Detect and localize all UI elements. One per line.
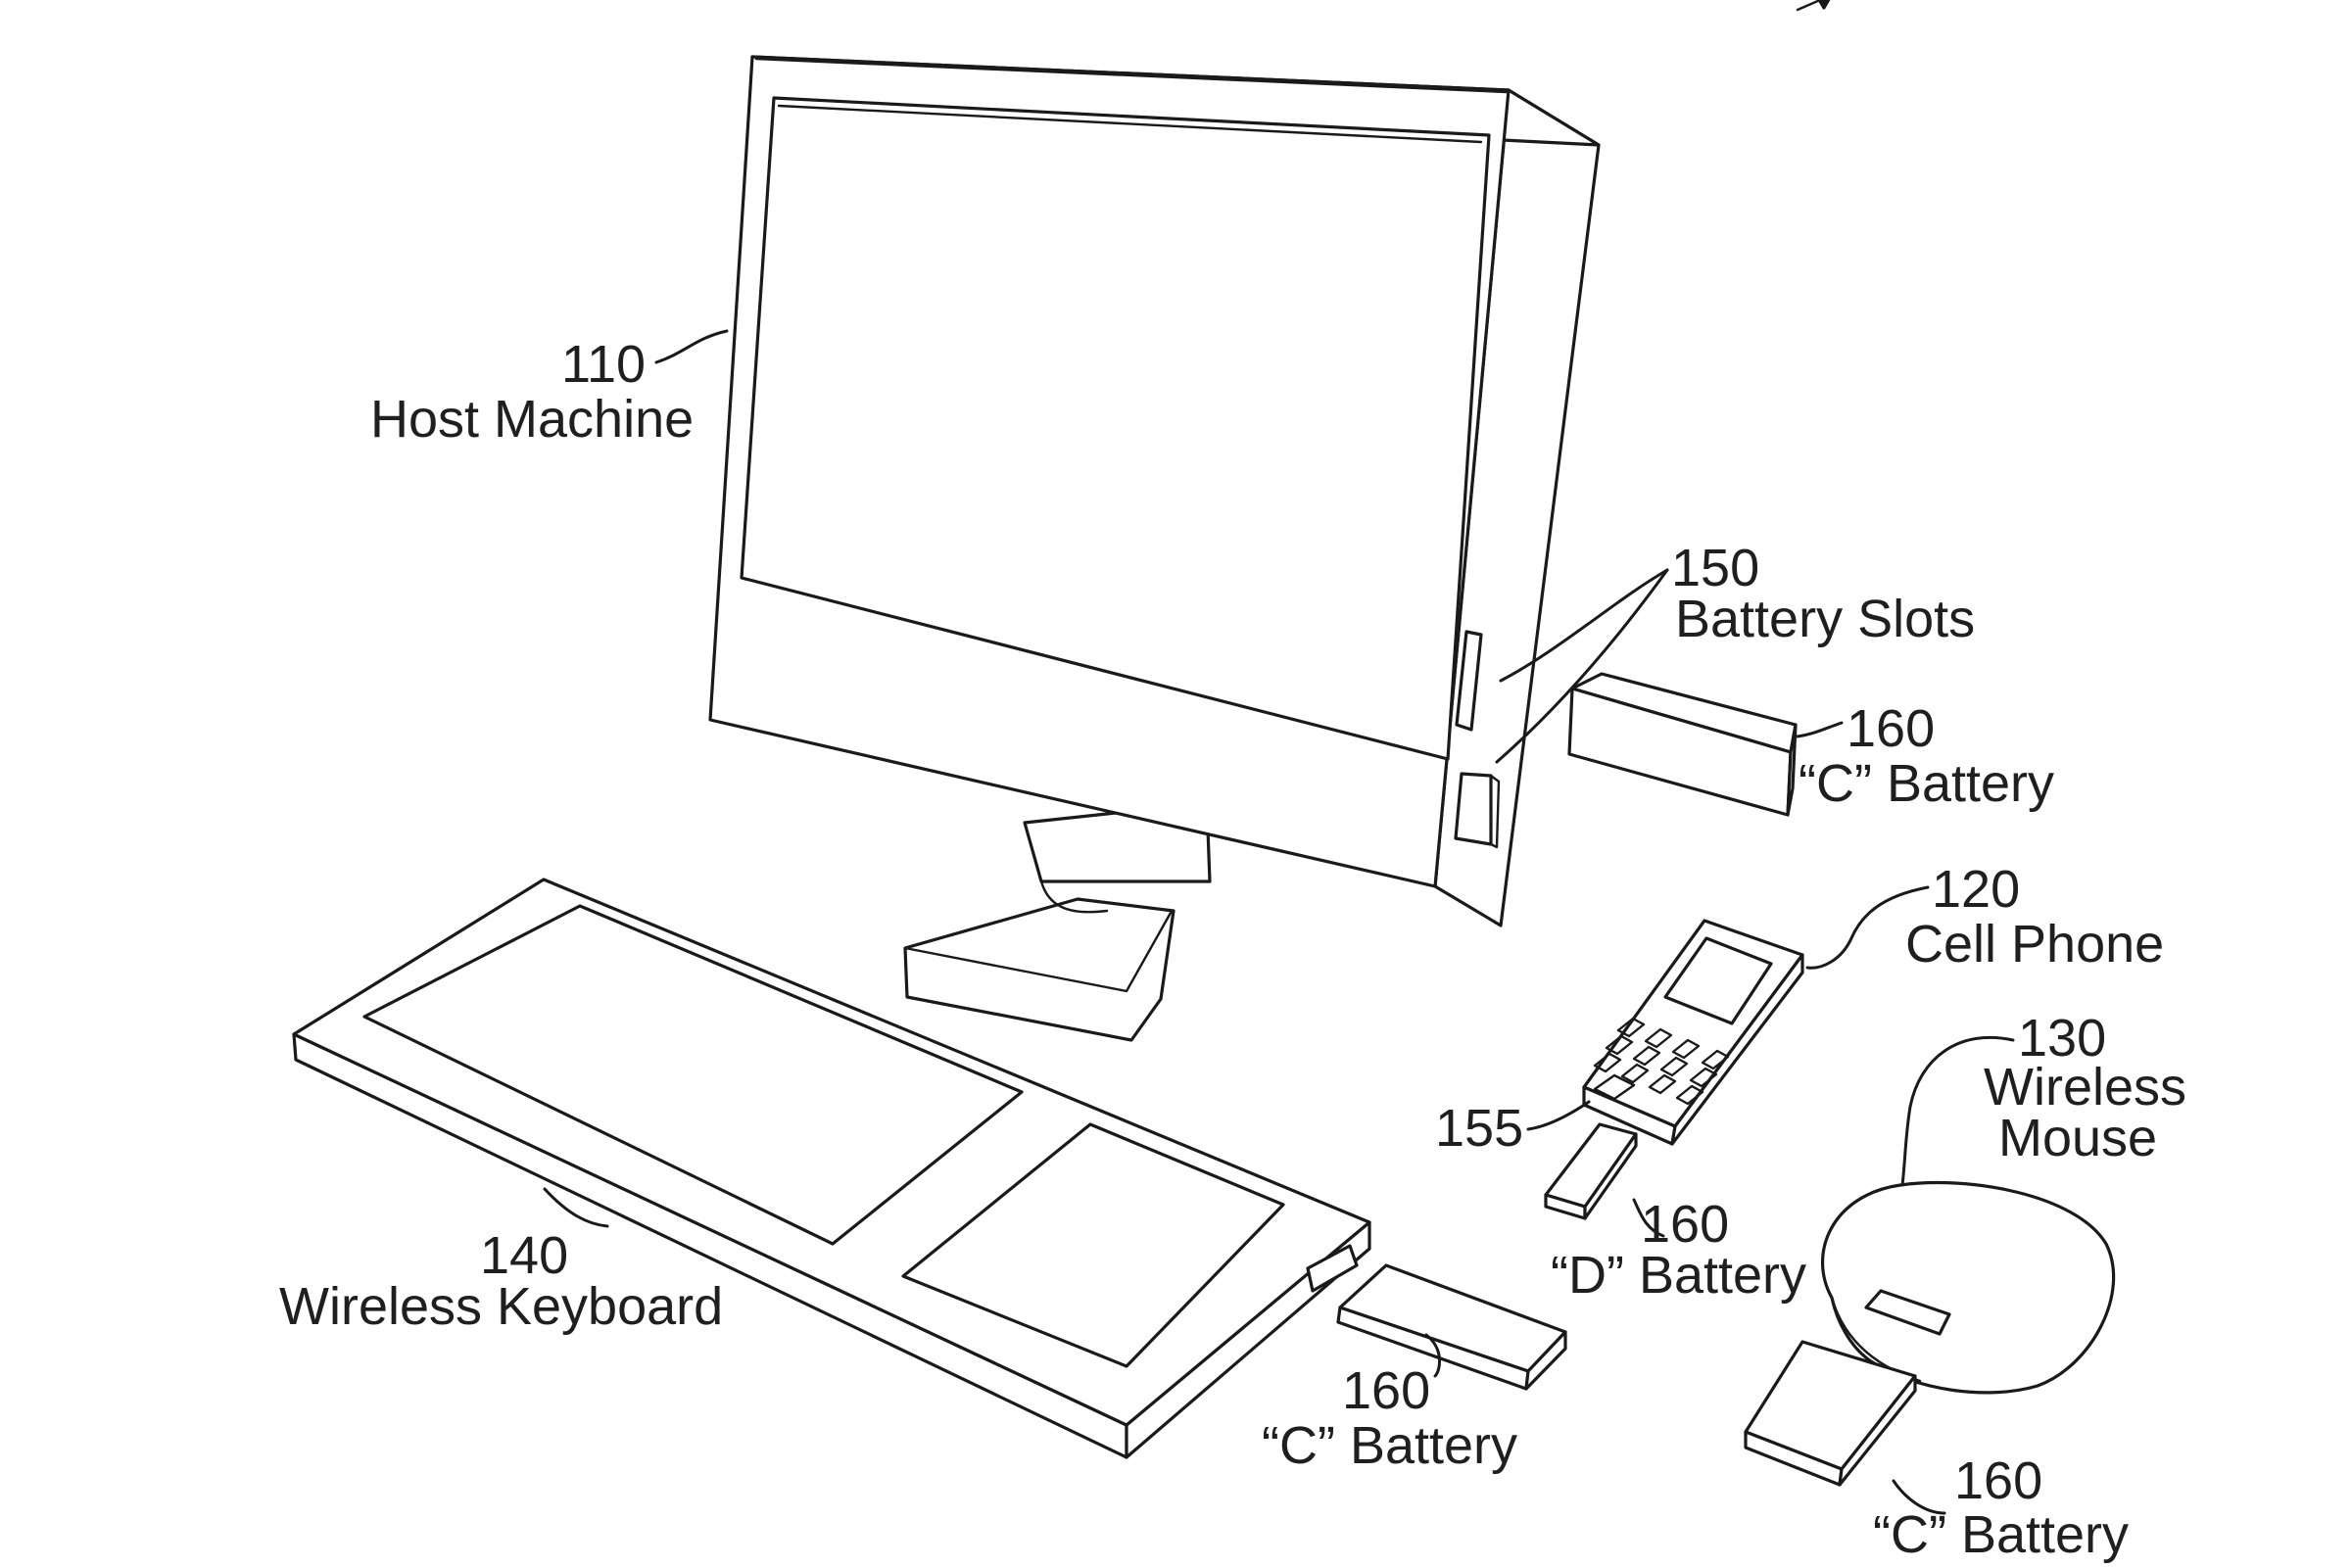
- keyboard-key-area: [362, 904, 1024, 1246]
- phone-keypad: [1593, 1017, 1730, 1106]
- battery-slots: [1454, 630, 1501, 849]
- battery-slots-name: Battery Slots: [1675, 590, 1975, 648]
- keyboard-ref: 140: [480, 1226, 568, 1285]
- leader-lines: [543, 329, 2015, 1515]
- mouse-battery-name: “C” Battery: [1873, 1505, 2129, 1564]
- keyboard-trackpad: [901, 1122, 1285, 1368]
- keyboard-battery-name: “C” Battery: [1262, 1416, 1517, 1475]
- phone-battery-slot: [1593, 1073, 1636, 1101]
- wireless-mouse: [1821, 1180, 2116, 1395]
- monitor-battery-name: “C” Battery: [1799, 754, 2054, 813]
- labels: 110 Host Machine 150 Battery Slots 160 “…: [279, 335, 2186, 1564]
- cell-phone-name: Cell Phone: [1905, 915, 2164, 974]
- phone-battery-name: “D” Battery: [1551, 1246, 1806, 1305]
- monitor-battery-ref: 160: [1847, 699, 1935, 758]
- host-machine: [708, 55, 1601, 1042]
- cell-phone: [1582, 919, 1804, 1146]
- keyboard-battery-slot: [1306, 1244, 1359, 1293]
- wireless-keyboard: [292, 878, 1371, 1459]
- mouse-c-battery: [1744, 1340, 1917, 1487]
- host-machine-ref: 110: [561, 335, 646, 394]
- mouse-name-line2: Mouse: [1998, 1109, 2157, 1167]
- monitor-stand: [903, 801, 1212, 1042]
- keyboard-name: Wireless Keyboard: [279, 1277, 723, 1336]
- mouse-name-line1: Wireless: [1984, 1058, 2186, 1117]
- monitor-c-battery: [1567, 672, 1798, 817]
- phone-battery-ref: 160: [1641, 1195, 1729, 1254]
- monitor-screen-inner-edge: [777, 104, 1483, 144]
- keyboard-c-battery: [1336, 1263, 1567, 1391]
- phone-screen: [1663, 936, 1773, 1025]
- corner-arrow-fragment: [1796, 0, 1831, 12]
- mouse-battery-slot: [1864, 1289, 1951, 1336]
- cell-phone-ref: 120: [1932, 860, 2020, 919]
- monitor-screen: [740, 96, 1491, 761]
- mouse-battery-ref: 160: [1954, 1451, 2042, 1510]
- keyboard-battery-ref: 160: [1342, 1361, 1430, 1420]
- mouse-ref: 130: [2018, 1009, 2106, 1068]
- battery-slots-ref: 150: [1671, 539, 1759, 597]
- phone-slot-ref: 155: [1435, 1099, 1523, 1158]
- host-machine-name: Host Machine: [370, 390, 694, 449]
- phone-d-battery: [1544, 1122, 1638, 1220]
